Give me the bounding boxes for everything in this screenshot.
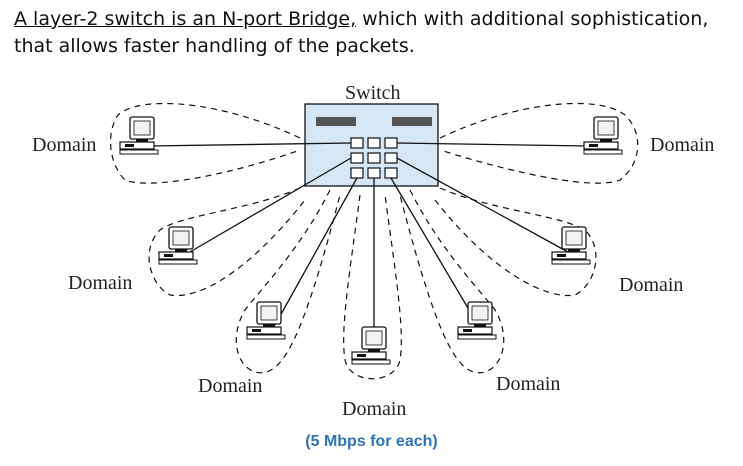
heading-line-2: that allows faster handling of the packe… — [14, 35, 415, 57]
computer-icon — [119, 116, 159, 155]
domain-boundary-midright — [434, 187, 597, 297]
computer-icon — [457, 301, 497, 340]
switch-port — [384, 137, 398, 149]
domain-label-right: Domain — [650, 134, 714, 156]
domain-boundary-lowleft — [235, 189, 341, 374]
domain-label-left: Domain — [32, 134, 96, 156]
switch-label: Switch — [345, 82, 401, 104]
switch-panel-right — [392, 117, 432, 126]
link-lowright — [390, 177, 479, 326]
domain-label-lowright: Domain — [496, 373, 560, 395]
computer-icon — [583, 116, 623, 155]
computer-icon — [158, 226, 198, 265]
switch-port — [367, 137, 381, 149]
domain-boundary-lowright — [399, 189, 505, 374]
computer-icon — [351, 326, 391, 365]
link-midright — [396, 157, 569, 253]
switch-port — [350, 167, 364, 179]
link-lowleft — [274, 177, 358, 326]
switch-port — [367, 167, 381, 179]
domain-boundary-midleft — [148, 187, 306, 297]
switch-port — [350, 137, 364, 149]
heading: A layer-2 switch is an N-port Bridge, wh… — [14, 6, 708, 60]
heading-underlined: A layer-2 switch is an N-port Bridge, — [14, 8, 357, 30]
link-midleft — [189, 157, 352, 253]
domain-boundary-left — [110, 102, 301, 184]
switch-port — [367, 152, 381, 164]
switch-panel-left — [316, 117, 356, 126]
switch-port — [384, 152, 398, 164]
link-right — [396, 142, 589, 147]
computer-icon — [551, 226, 591, 265]
domain-label-midright: Domain — [619, 274, 683, 296]
domain-label-midleft: Domain — [68, 272, 132, 294]
link-left — [147, 142, 352, 147]
computer-icon — [246, 301, 286, 340]
domain-boundary-right — [439, 102, 639, 184]
heading-line-1: A layer-2 switch is an N-port Bridge, wh… — [14, 6, 708, 33]
domain-label-lowleft: Domain — [198, 375, 262, 397]
heading-rest: which with additional sophistication, — [356, 8, 709, 30]
caption: (5 Mbps for each) — [305, 433, 438, 450]
domain-boundary-bottom — [343, 194, 402, 380]
domain-label-bottom: Domain — [342, 398, 406, 420]
switch-port — [384, 167, 398, 179]
switch-port — [350, 152, 364, 164]
